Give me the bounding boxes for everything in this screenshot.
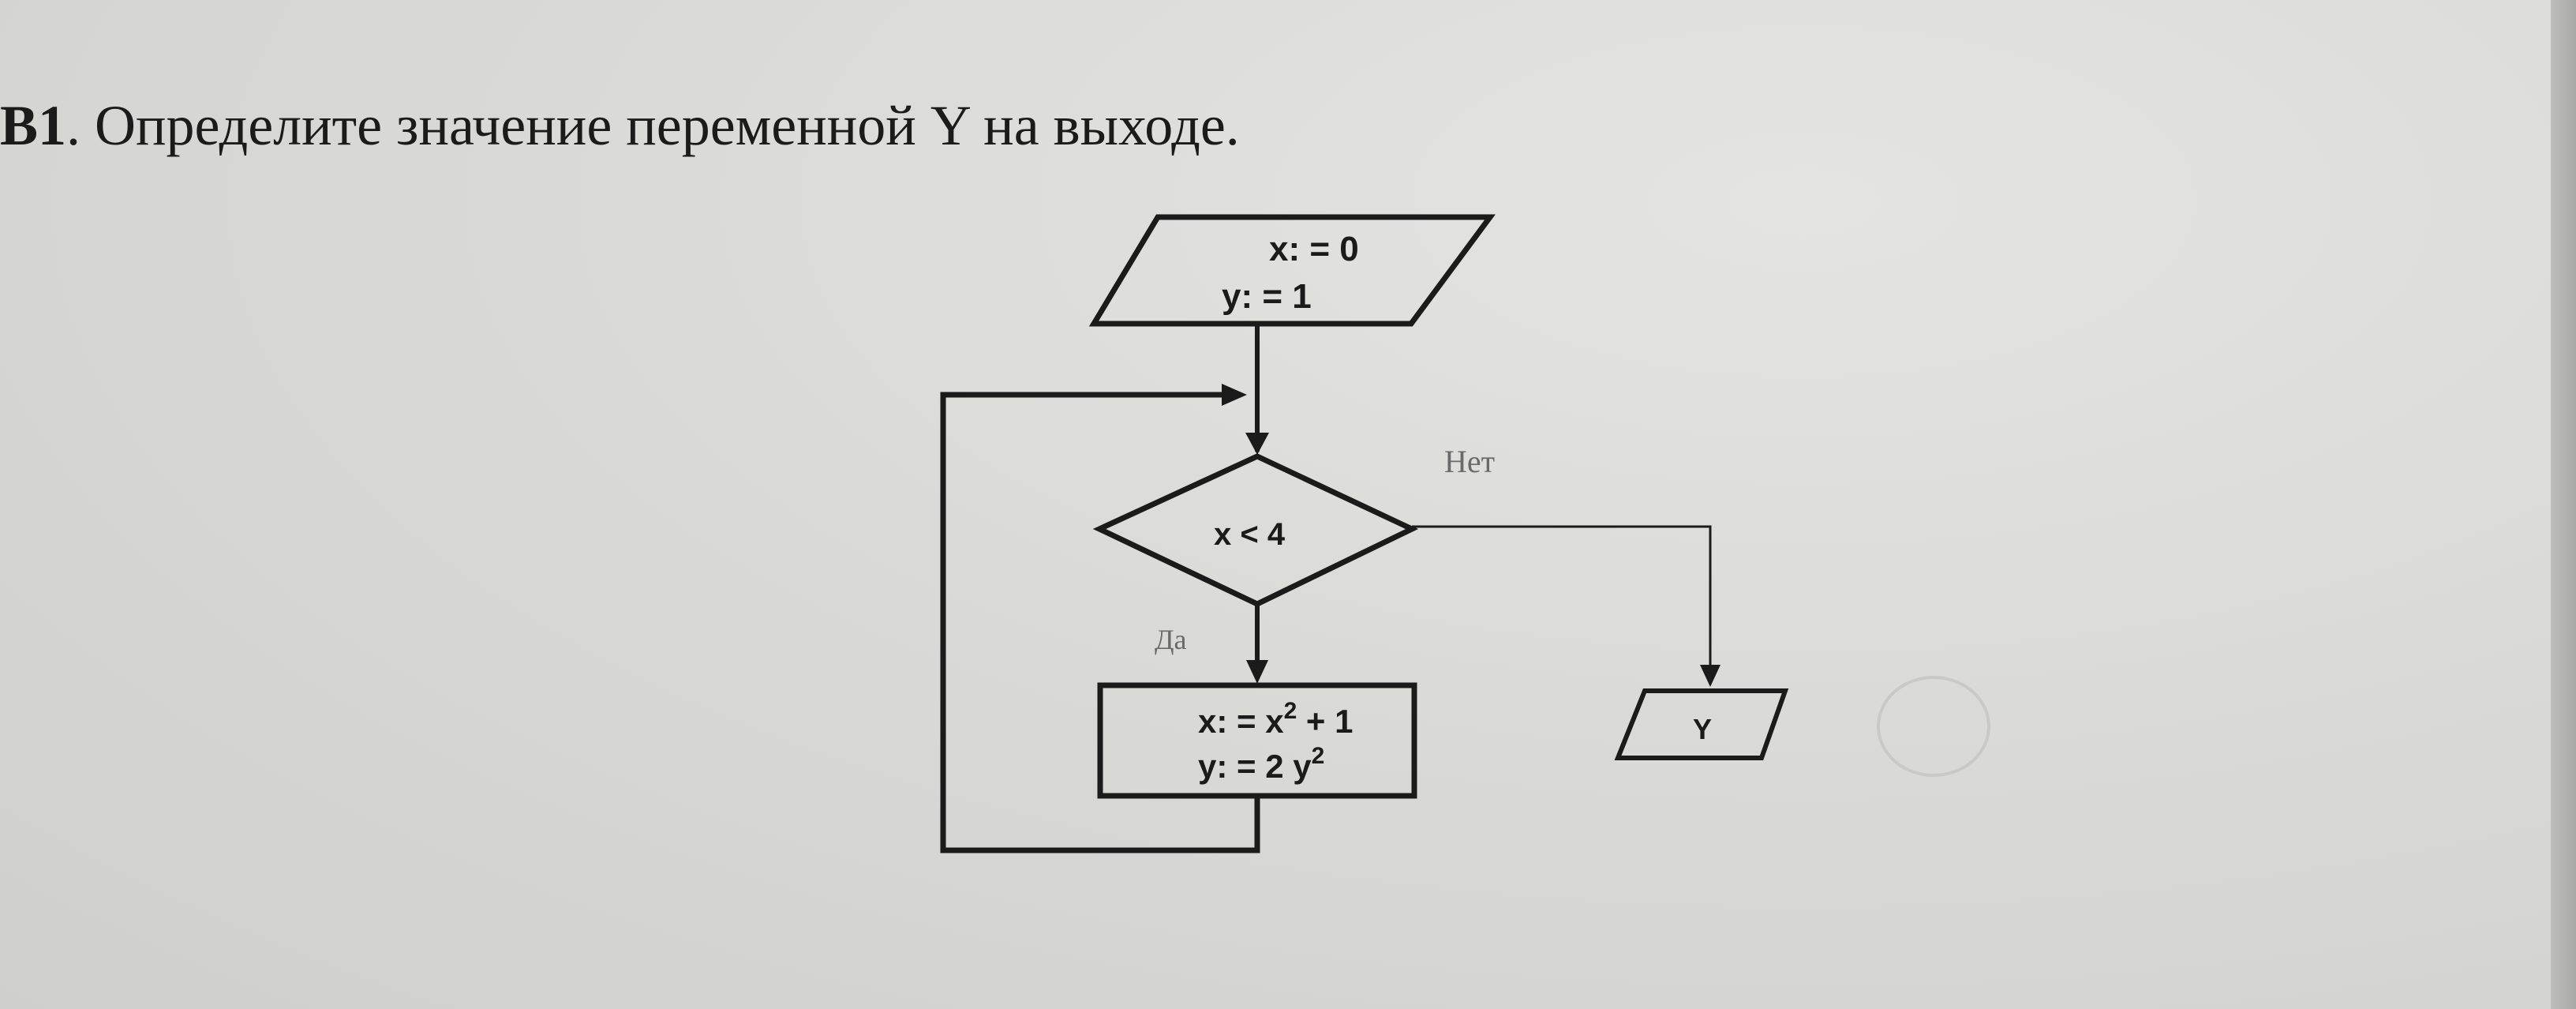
branch-no-label: Нет [1444, 444, 1495, 479]
faint-mark [1877, 676, 1990, 777]
question-text: B1. Определите значение переменной Y на … [0, 93, 1240, 159]
output-text: Y [1693, 713, 1712, 745]
arrow-to-decision [1245, 433, 1269, 455]
question-number: B1 [0, 94, 67, 157]
arrow-to-output [1700, 665, 1720, 687]
connector-loop-back [940, 392, 1260, 853]
process-line-y: y: = 2 y2 [1198, 743, 1324, 785]
process-y-prefix: y: = 2 y [1198, 748, 1312, 785]
process-line-x: x: = x2 + 1 [1198, 698, 1354, 740]
process-x-prefix: x: = x [1198, 703, 1284, 740]
question-body: . Определите значение переменной Y на вы… [66, 94, 1240, 157]
input-line2: y: = 1 [1222, 277, 1312, 316]
connector-no-branch [1412, 525, 1712, 671]
output-block [1614, 688, 1789, 760]
arrow-loop-merge [1222, 384, 1247, 406]
input-block [1088, 214, 1496, 327]
input-line1: x: = 0 [1269, 230, 1359, 268]
branch-yes-label: Да [1155, 624, 1187, 655]
arrow-to-process [1246, 660, 1268, 684]
page-edge [2551, 0, 2576, 1009]
process-x-sup: 2 [1284, 698, 1297, 724]
decision-condition: x < 4 [1214, 517, 1286, 552]
process-x-suffix: + 1 [1297, 703, 1353, 740]
process-y-sup: 2 [1312, 743, 1325, 769]
